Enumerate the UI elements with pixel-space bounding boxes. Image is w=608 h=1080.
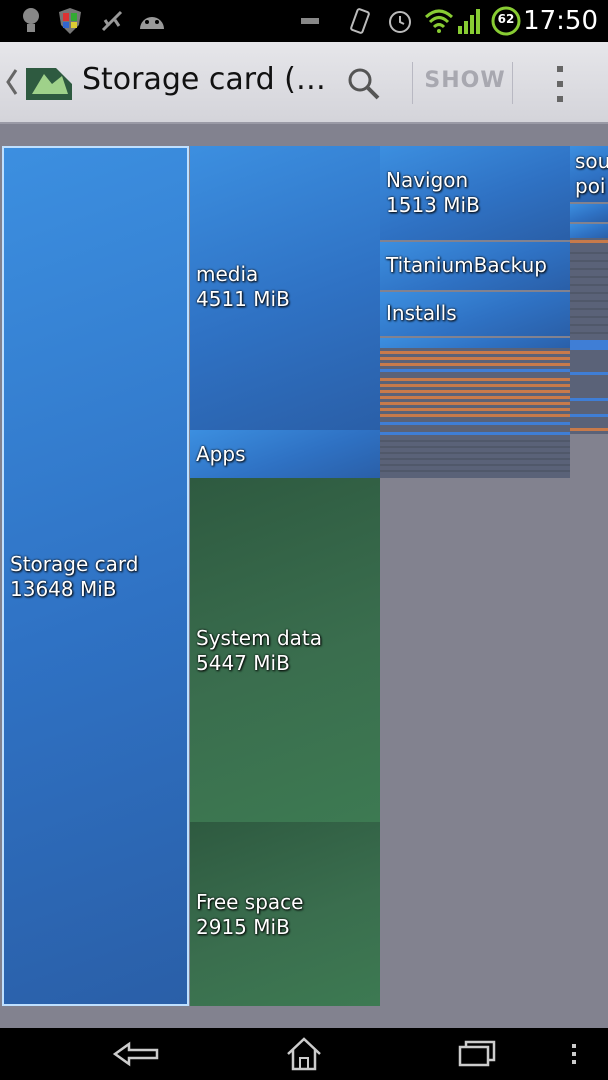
action-bar: Storage card (… SHOW bbox=[0, 42, 608, 124]
node-label: System data 5447 MiB bbox=[196, 626, 322, 675]
back-icon[interactable] bbox=[108, 1036, 164, 1072]
node-small[interactable] bbox=[570, 204, 608, 222]
node-label: TitaniumBackup bbox=[386, 253, 547, 277]
node-storage-card[interactable]: Storage card 13648 MiB bbox=[2, 146, 189, 1006]
battery-icon: 62 bbox=[490, 6, 522, 36]
recent-apps-icon[interactable] bbox=[448, 1036, 504, 1072]
node-free-space[interactable]: Free space 2915 MiB bbox=[190, 822, 380, 1006]
node-apps[interactable]: Apps bbox=[190, 430, 380, 478]
small-items-block[interactable] bbox=[380, 348, 570, 478]
separator bbox=[412, 62, 413, 104]
nav-bar bbox=[0, 1028, 608, 1080]
small-items-block[interactable] bbox=[570, 238, 608, 434]
node-titaniumbackup[interactable]: TitaniumBackup bbox=[380, 242, 570, 290]
alarm-icon bbox=[386, 6, 414, 36]
menu-dots-icon[interactable] bbox=[560, 1036, 588, 1072]
app-logo-icon[interactable] bbox=[22, 62, 76, 104]
usb-icon bbox=[98, 6, 126, 36]
node-label: Apps bbox=[196, 442, 246, 466]
clock: 17:50 bbox=[523, 6, 598, 36]
treemap-view[interactable]: Storage card 13648 MiB media 4511 MiB Ap… bbox=[0, 124, 608, 1028]
bulb-icon bbox=[18, 6, 44, 36]
page-title: Storage card (… bbox=[82, 62, 326, 97]
node-small[interactable] bbox=[570, 224, 608, 238]
back-caret-icon[interactable] bbox=[4, 64, 20, 100]
node-sou[interactable]: sou poi bbox=[570, 146, 608, 202]
keyboard-icon bbox=[300, 6, 320, 36]
home-icon[interactable] bbox=[276, 1036, 332, 1072]
node-label: Installs bbox=[386, 301, 457, 325]
node-label: media 4511 MiB bbox=[196, 262, 290, 311]
node-label: Navigon 1513 MiB bbox=[386, 168, 480, 217]
wifi-icon bbox=[424, 6, 454, 36]
search-icon[interactable] bbox=[344, 64, 384, 104]
node-system-data[interactable]: System data 5447 MiB bbox=[190, 478, 380, 822]
node-label: sou poi bbox=[575, 149, 608, 198]
separator bbox=[512, 62, 513, 104]
node-label: Storage card 13648 MiB bbox=[10, 552, 139, 601]
show-button[interactable]: SHOW bbox=[424, 68, 506, 93]
node-label: Free space 2915 MiB bbox=[196, 890, 304, 939]
signal-icon bbox=[456, 6, 482, 36]
android-icon bbox=[136, 6, 168, 36]
overflow-menu-icon[interactable] bbox=[548, 62, 572, 106]
status-bar: 62 17:50 bbox=[0, 0, 608, 42]
node-installs[interactable]: Installs bbox=[380, 292, 570, 336]
node-navigon[interactable]: Navigon 1513 MiB bbox=[380, 146, 570, 240]
node-small[interactable] bbox=[380, 338, 570, 348]
node-media[interactable]: media 4511 MiB bbox=[190, 146, 380, 430]
vibrate-icon bbox=[346, 6, 374, 36]
shield-icon bbox=[56, 6, 84, 36]
